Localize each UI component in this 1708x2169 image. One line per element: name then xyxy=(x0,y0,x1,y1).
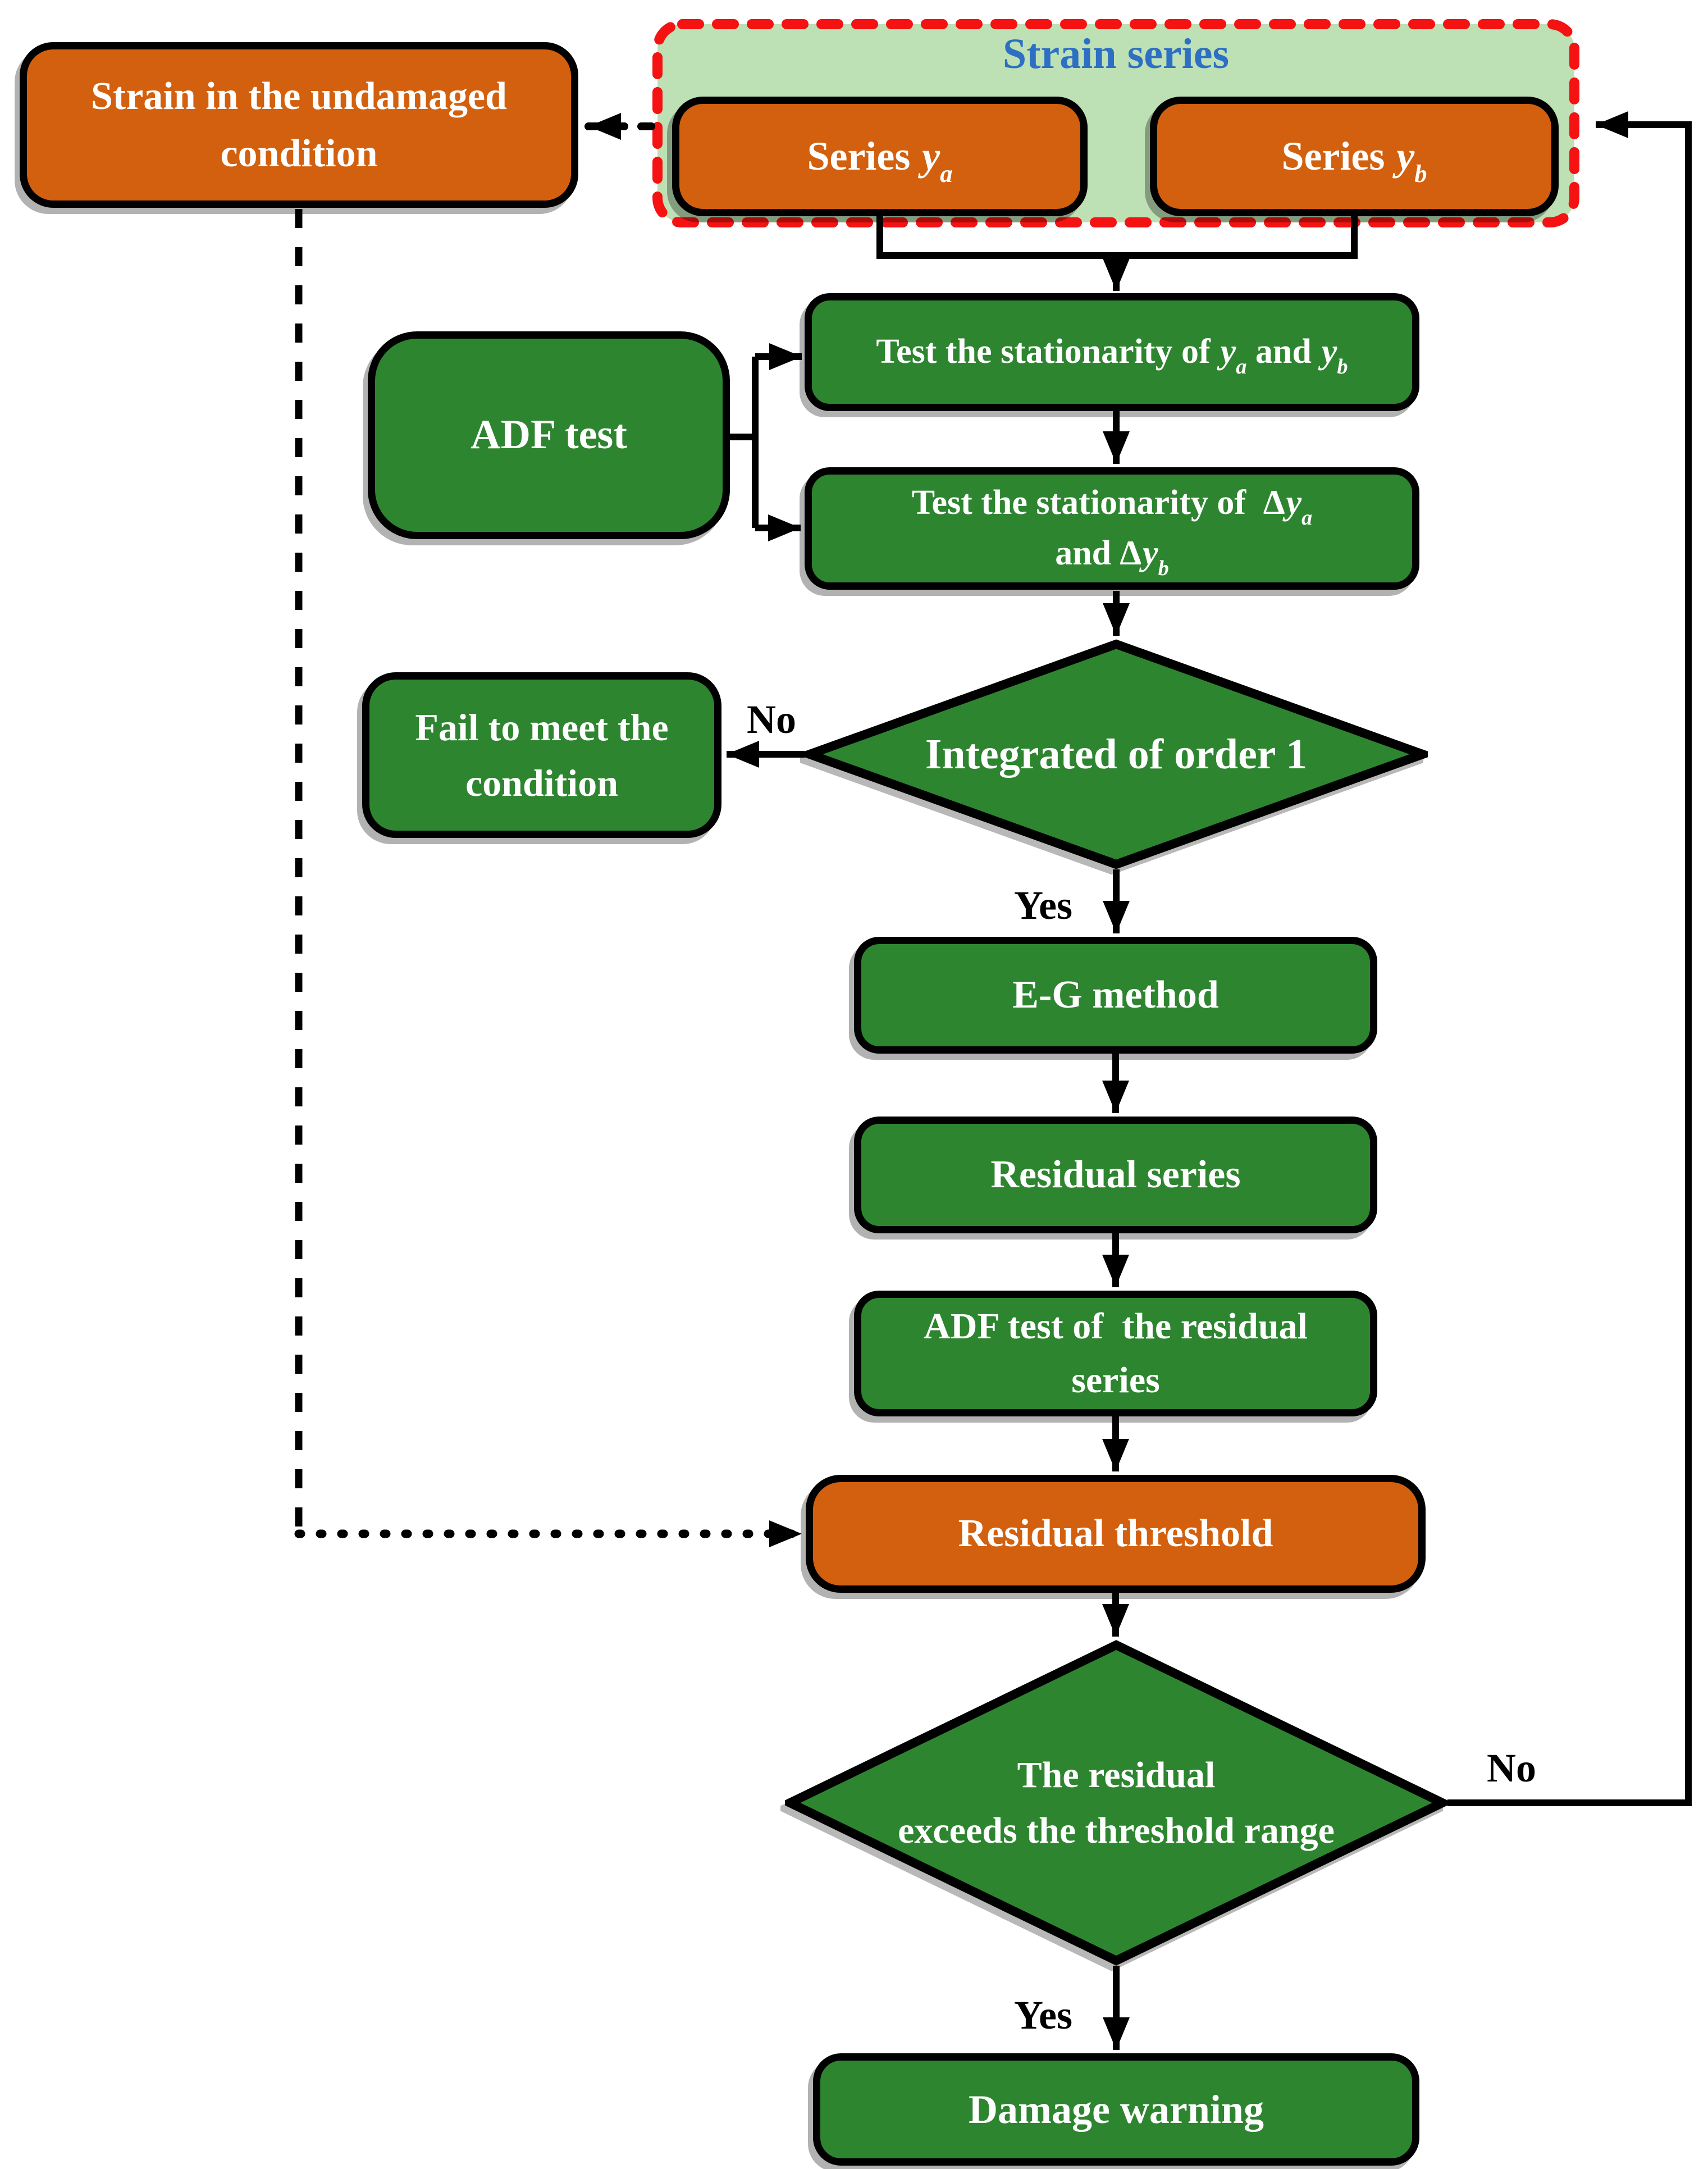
integrated-diamond-shape xyxy=(805,639,1428,869)
series-ya-prefix: Series xyxy=(807,134,921,179)
test-dy-line1: Test the stationarity of ∆ya xyxy=(912,478,1312,528)
edge-label-no-2: No xyxy=(1487,1746,1536,1790)
edge-label-yes-1: Yes xyxy=(1014,883,1072,928)
node-damage-warning-label: Damage warning xyxy=(969,2086,1264,2132)
node-fail-line1: Fail to meet the xyxy=(415,705,669,749)
node-strain-undamaged-line2: condition xyxy=(220,131,378,175)
node-residual-series: Residual series xyxy=(854,1117,1377,1233)
node-strain-undamaged: Strain in the undamaged condition xyxy=(20,42,578,208)
test-dy-s2: b xyxy=(1158,557,1169,581)
node-exceeds-diamond: The residual exceeds the threshold range xyxy=(785,1640,1447,1966)
test-dy-v1: y xyxy=(1286,484,1301,522)
node-test-stationarity-y: Test the stationarity of ya and yb xyxy=(805,293,1419,411)
node-adf-test: ADF test xyxy=(368,331,730,539)
node-residual-series-label: Residual series xyxy=(990,1153,1241,1197)
node-adf-residual: ADF test of the residual series xyxy=(854,1291,1377,1416)
node-eg-method-label: E-G method xyxy=(1012,973,1219,1017)
node-damage-warning: Damage warning xyxy=(813,2053,1419,2166)
integrated-diamond-label: Integrated of order 1 xyxy=(925,731,1308,778)
node-adf-test-label: ADF test xyxy=(471,412,627,458)
node-strain-undamaged-line1: Strain in the undamaged xyxy=(91,75,507,118)
test-y-v1: y xyxy=(1220,332,1236,371)
node-series-yb-label: Series yb xyxy=(1281,127,1427,188)
node-residual-threshold-label: Residual threshold xyxy=(958,1512,1273,1556)
series-yb-sub: b xyxy=(1414,160,1427,188)
exceeds-line1: The residual xyxy=(1017,1755,1216,1796)
exceeds-diamond-shape xyxy=(785,1640,1447,1966)
series-yb-prefix: Series xyxy=(1281,134,1395,179)
node-adf-residual-line2: series xyxy=(1071,1360,1160,1401)
test-y-p1: Test the stationarity of xyxy=(876,332,1220,371)
node-series-yb: Series yb xyxy=(1150,97,1559,216)
node-series-ya: Series ya xyxy=(672,97,1088,216)
test-y-p2: and xyxy=(1246,332,1321,371)
edge-label-yes-2: Yes xyxy=(1014,1993,1072,2038)
exceeds-line2: exceeds the threshold range xyxy=(898,1810,1335,1851)
test-dy-s1: a xyxy=(1301,506,1313,530)
node-adf-residual-line1: ADF test of the residual xyxy=(924,1306,1308,1347)
test-dy-d1: ∆ xyxy=(1263,484,1285,522)
test-dy-v2: y xyxy=(1143,534,1158,572)
node-series-ya-label: Series ya xyxy=(807,127,953,188)
test-dy-p2: and xyxy=(1055,534,1120,572)
test-y-s1: a xyxy=(1236,355,1247,379)
node-eg-method: E-G method xyxy=(854,937,1377,1054)
edge-label-no-1: No xyxy=(747,697,796,742)
test-y-s2: b xyxy=(1337,355,1348,379)
node-integrated-diamond: Integrated of order 1 xyxy=(805,639,1428,869)
node-fail-condition: Fail to meet the condition xyxy=(362,672,721,838)
series-ya-sub: a xyxy=(940,160,953,188)
test-y-line: Test the stationarity of ya and yb xyxy=(876,327,1348,377)
series-ya-var: y xyxy=(922,134,940,179)
edge-diamond2-no-loop xyxy=(1447,111,1692,1806)
strain-series-title: Strain series xyxy=(1002,30,1230,78)
exceeds-diamond-label: The residual exceeds the threshold range xyxy=(785,1640,1447,1966)
series-yb-var: y xyxy=(1396,134,1415,179)
node-fail-line2: condition xyxy=(465,761,619,804)
test-dy-d2: ∆ xyxy=(1120,534,1141,572)
node-residual-threshold: Residual threshold xyxy=(806,1475,1426,1593)
node-test-stationarity-dy: Test the stationarity of ∆ya and ∆yb xyxy=(805,467,1419,590)
edge-adf-branch xyxy=(730,357,759,528)
test-dy-line2: and ∆yb xyxy=(1055,528,1169,579)
test-y-v2: y xyxy=(1321,332,1337,371)
test-dy-p1: Test the stationarity of xyxy=(911,484,1264,522)
